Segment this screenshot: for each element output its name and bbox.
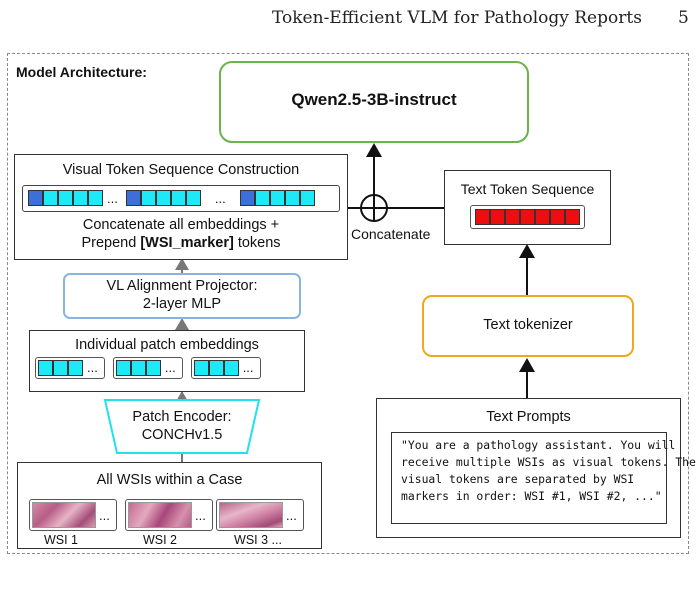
wsi-label-3: WSI 3 ...: [234, 533, 282, 547]
ellipsis: ...: [99, 508, 110, 523]
architecture-frame: [7, 53, 689, 554]
text-token: [535, 209, 550, 225]
visual-token: [43, 190, 58, 206]
text-token-strip: [470, 205, 585, 229]
llm-box: [219, 61, 529, 143]
embedding-token: [208, 360, 224, 376]
visual-token: [269, 190, 285, 206]
tokenizer-label: Text tokenizer: [483, 317, 573, 333]
wsi-marker-token: [239, 190, 255, 206]
concat-symbol: [360, 194, 388, 222]
ellipsis: ...: [214, 190, 226, 206]
visual-token: [88, 190, 103, 206]
visual-token-row: ... ...: [28, 190, 315, 206]
wsi-thumbnail: [219, 502, 283, 528]
running-title: Token-Efficient VLM for Pathology Report…: [272, 8, 642, 28]
ellipsis: ...: [107, 190, 118, 206]
visual-token: [73, 190, 88, 206]
text-token: [490, 209, 505, 225]
text-seq-title: Text Token Sequence: [460, 181, 595, 197]
visual-seq-line2-prefix: Prepend: [81, 235, 141, 251]
visual-seq-line1: Concatenate all embeddings +: [82, 217, 280, 233]
patch-embedding-group: ...: [35, 357, 105, 379]
encoder-line2: CONCHv1.5: [141, 427, 223, 443]
wsi-label-2: WSI 2: [142, 533, 178, 547]
visual-token: [140, 190, 156, 206]
embedding-token: [223, 360, 239, 376]
encoder-line1: Patch Encoder:: [132, 409, 232, 425]
embedding-token: [115, 360, 131, 376]
section-label: Model Architecture:: [16, 64, 147, 80]
llm-label: Qwen2.5-3B-instruct: [291, 90, 457, 109]
visual-token: [58, 190, 73, 206]
embedding-token: [193, 360, 209, 376]
wsi-marker-token: [28, 190, 43, 206]
patch-embedding-group: ...: [112, 357, 183, 379]
wsi-label-1: WSI 1: [43, 533, 79, 547]
ellipsis: ...: [87, 360, 98, 375]
visual-token: [185, 190, 201, 206]
wsi-thumbnail: [32, 502, 96, 528]
patch-embedding-group: ...: [190, 357, 261, 379]
visual-seq-title: Visual Token Sequence Construction: [62, 162, 300, 178]
embedding-token: [53, 360, 68, 376]
embedding-token: [68, 360, 83, 376]
embedding-token: [145, 360, 161, 376]
projector-box: [63, 273, 301, 319]
page-number: 5: [678, 8, 689, 28]
text-token: [505, 209, 520, 225]
embedding-token: [38, 360, 53, 376]
projector-line2: 2-layer MLP: [142, 296, 222, 312]
text-token: [550, 209, 565, 225]
wsis-title: All WSIs within a Case: [96, 472, 243, 488]
visual-token: [284, 190, 300, 206]
page-header: Token-Efficient VLM for Pathology Report…: [0, 4, 697, 32]
prompts-title: Text Prompts: [486, 409, 571, 425]
ellipsis: ...: [195, 508, 206, 523]
wsi-marker-label: [WSI_marker]: [140, 235, 234, 251]
visual-token: [299, 190, 315, 206]
embedding-token: [130, 360, 146, 376]
ellipsis: ...: [164, 360, 176, 375]
wsi-thumbnail: [128, 502, 192, 528]
visual-seq-line2-suffix: tokens: [233, 235, 281, 251]
text-token: [475, 209, 490, 225]
visual-seq-line2: Prepend [WSI_marker] tokens: [14, 235, 348, 251]
visual-token: [254, 190, 270, 206]
text-tokenizer-box: [422, 295, 634, 357]
ellipsis: ...: [242, 360, 254, 375]
wsi-marker-token: [125, 190, 141, 206]
prompt-text-box: [391, 432, 667, 524]
text-token: [520, 209, 535, 225]
projector-line1: VL Alignment Projector:: [106, 278, 258, 294]
text-token: [565, 209, 580, 225]
concatenate-label: Concatenate: [351, 226, 431, 242]
visual-token: [170, 190, 186, 206]
patch-embedding-groups: ... ... ...: [35, 357, 261, 379]
ellipsis: ...: [286, 508, 297, 523]
patch-embeddings-title: Individual patch embeddings: [75, 337, 259, 353]
visual-token: [155, 190, 171, 206]
prompt-text: "You are a pathology assistant. You will…: [401, 438, 696, 503]
